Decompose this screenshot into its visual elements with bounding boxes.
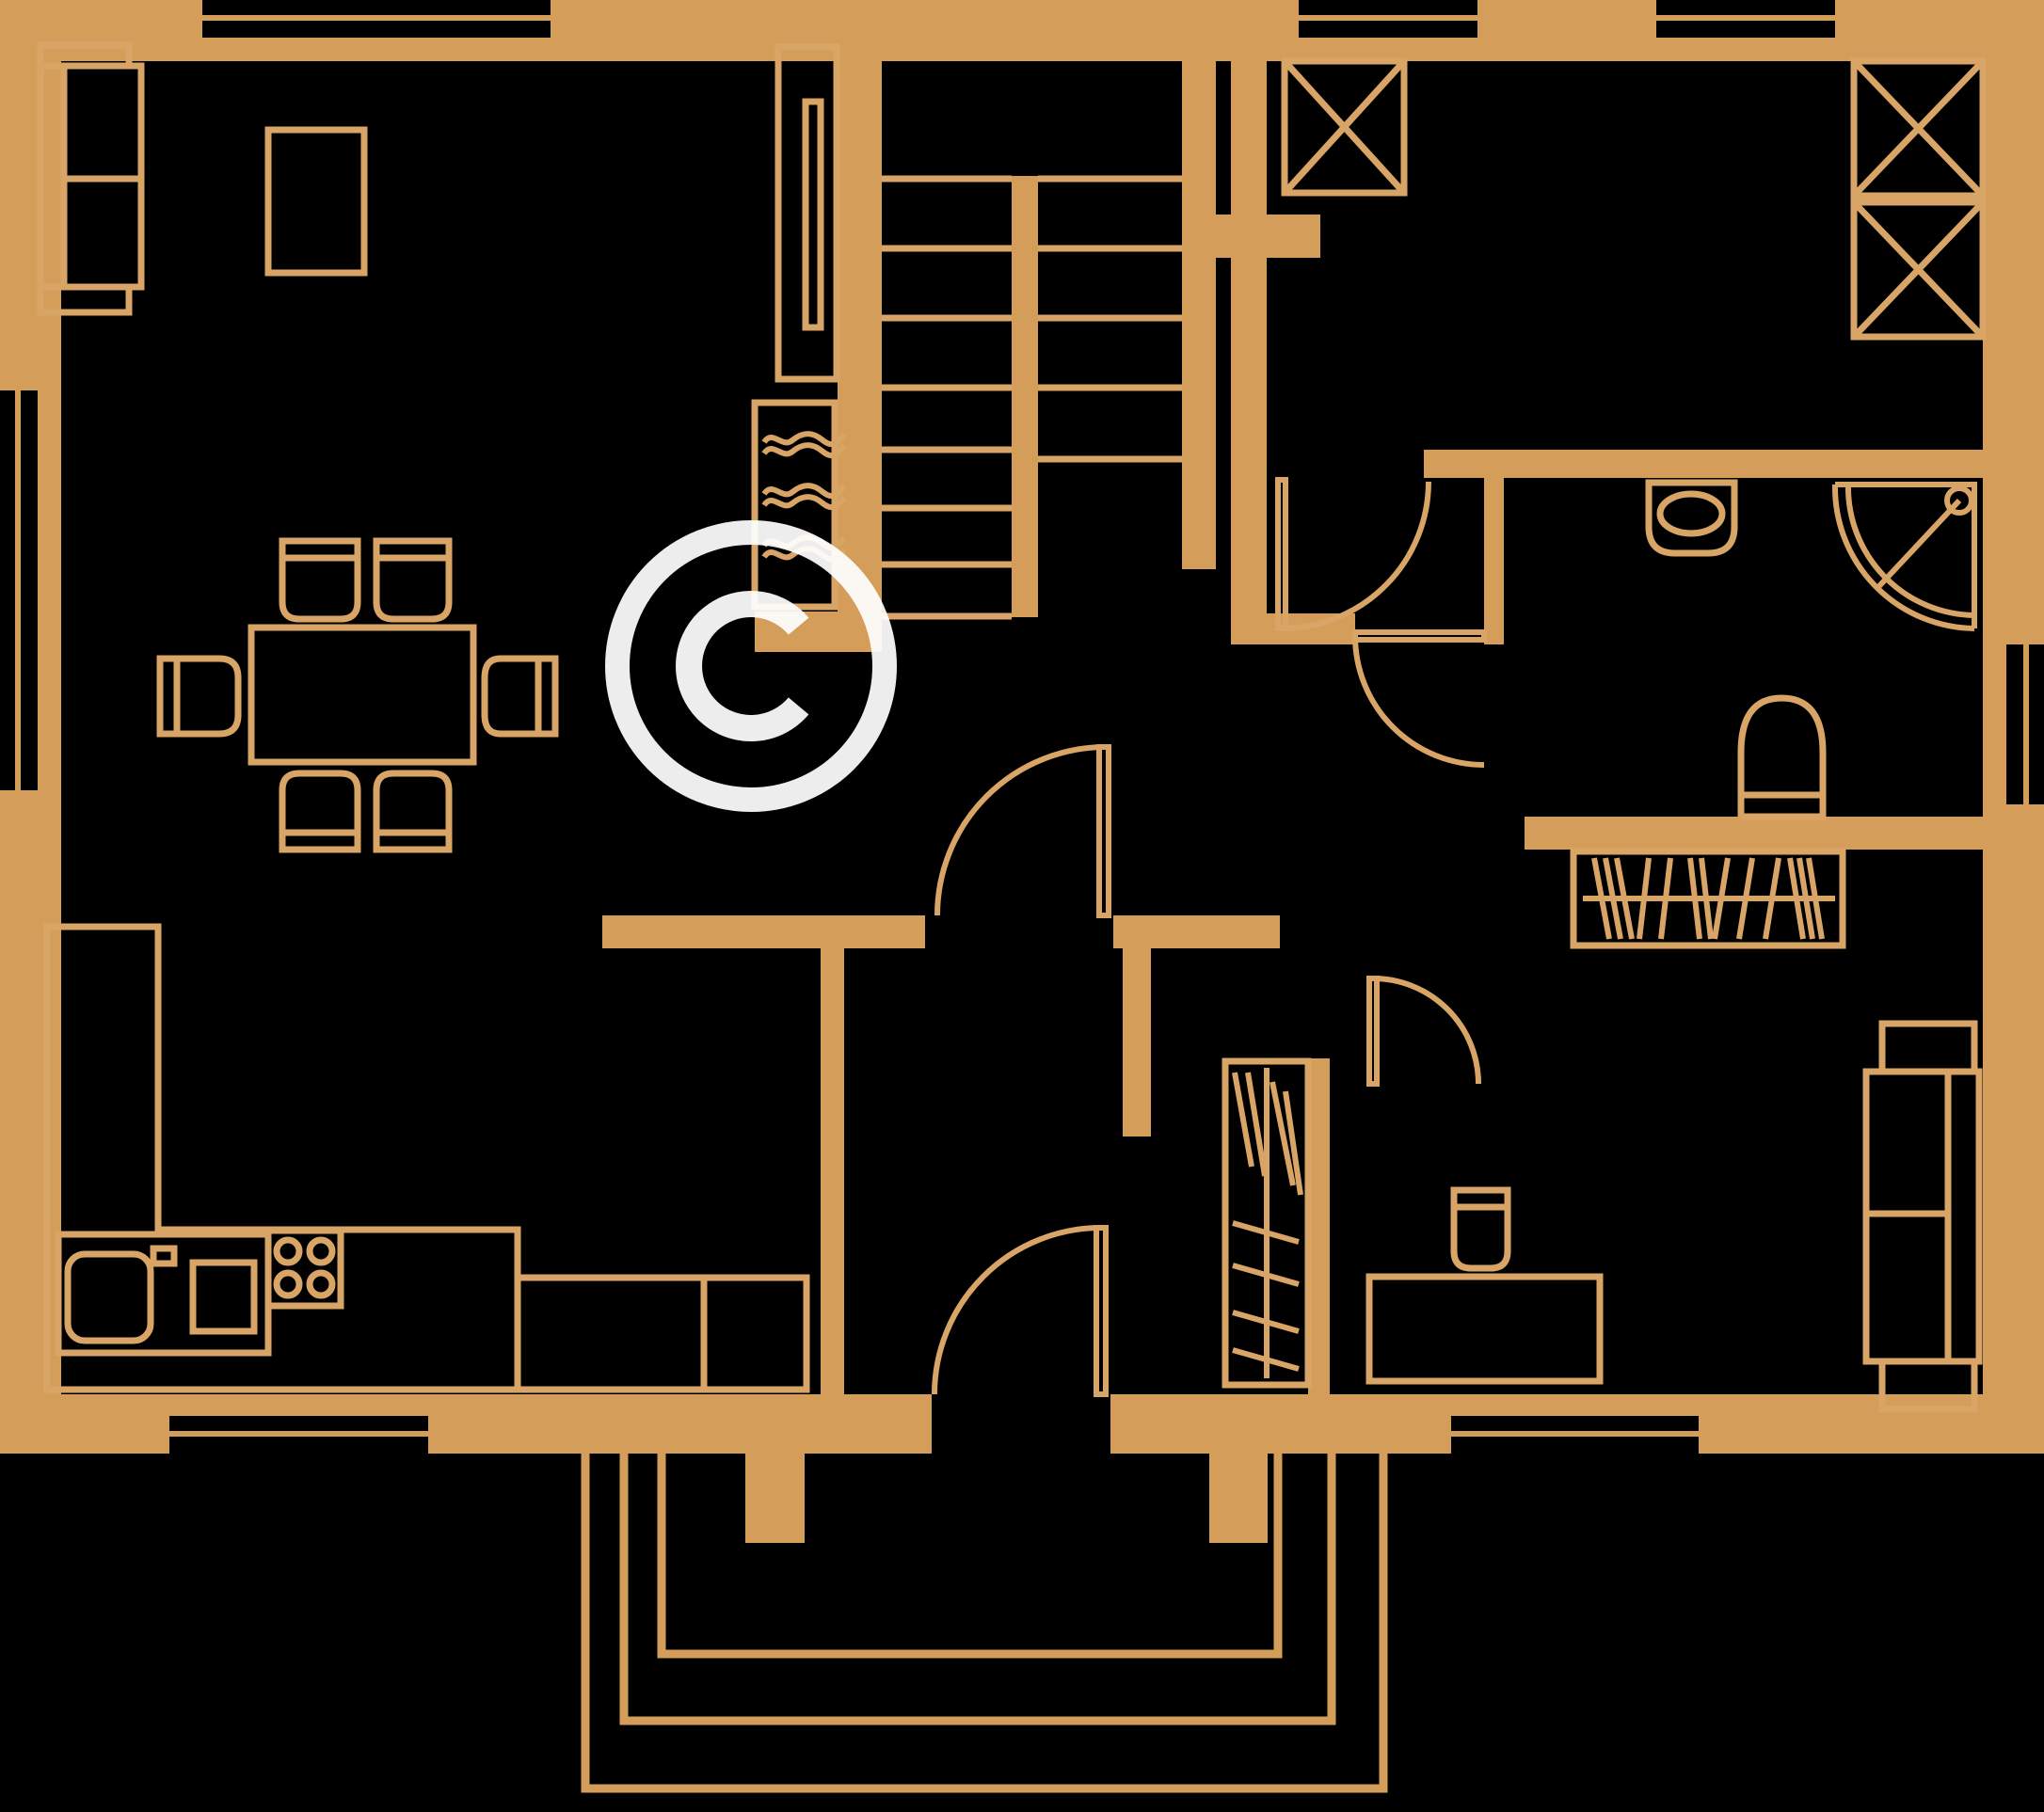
- copyright-c: [676, 591, 809, 741]
- dining-chair-top-2: [373, 537, 453, 623]
- bed: [1862, 1020, 1983, 1413]
- dining-set: [156, 537, 559, 853]
- kitchen-sink-unit: [55, 1231, 272, 1357]
- window-top-bedroom-1: [1299, 0, 1477, 38]
- corner-shower: [1831, 482, 1977, 631]
- clothes-rail-wardrobe: [1570, 848, 1846, 949]
- coffee-table: [264, 126, 368, 277]
- bedroom-door: [1275, 477, 1431, 631]
- toilet: [1737, 694, 1827, 820]
- bath-top-wall: [1424, 450, 1983, 478]
- tall-cabinet: [774, 43, 840, 383]
- kitchen-counter: [43, 923, 521, 1393]
- porch-step-outer: [581, 1454, 1388, 1793]
- dining-table: [248, 624, 477, 766]
- bath-bottom-wall: [1525, 817, 1983, 850]
- front-door: [932, 1225, 1109, 1397]
- stove: [264, 1227, 344, 1310]
- furniture: [37, 41, 1987, 1413]
- hall-top-wall: [602, 915, 925, 948]
- entrance-porch: [581, 1454, 1388, 1793]
- kitchen: [43, 923, 810, 1393]
- window-top-living: [202, 0, 551, 38]
- doors: [932, 477, 1487, 1397]
- bath-left-wall: [1484, 478, 1504, 644]
- porch-step-middle: [619, 1454, 1336, 1725]
- window-bottom-kitchen: [169, 1416, 428, 1454]
- stair-wall-left: [838, 61, 882, 652]
- room-door: [1366, 976, 1481, 1087]
- stair-stringer: [1012, 176, 1038, 617]
- outer-wall-bottom-left: [0, 1394, 932, 1454]
- hall-right-wall-lower: [1123, 948, 1151, 1136]
- dining-chair-top-1: [279, 537, 361, 623]
- window-right-bathroom: [2006, 644, 2044, 804]
- copyright-ring: [605, 520, 897, 812]
- hall-vertical-wall: [821, 948, 844, 1394]
- desk-chair: [1450, 1186, 1511, 1272]
- desk: [1365, 1273, 1604, 1385]
- porch-pillar-left: [745, 1454, 805, 1543]
- dining-chair-right: [481, 655, 559, 738]
- bathroom-door: [1352, 629, 1487, 768]
- window-bottom-room: [1451, 1416, 1699, 1454]
- stair-flight-right: [1038, 175, 1182, 463]
- lower-cabinet: [514, 1274, 810, 1393]
- drainer: [189, 1259, 258, 1335]
- bedroom-hall-wall: [1231, 61, 1267, 644]
- porch-step-inner: [657, 1454, 1283, 1659]
- radiator: [751, 399, 847, 611]
- crossed-wardrobe-2: [1850, 199, 1987, 341]
- dining-chair-bottom-2: [373, 770, 453, 853]
- window-top-bedroom-2: [1656, 0, 1835, 38]
- duct-shaft: [1281, 57, 1408, 197]
- faucet: [150, 1245, 178, 1267]
- hall-right-wall: [1113, 915, 1280, 948]
- copyright-watermark: [605, 520, 897, 812]
- porch-pillar-right: [1209, 1454, 1268, 1543]
- stair-flight-left: [882, 175, 1012, 620]
- windows: [0, 0, 2044, 1454]
- hall-closet: [1222, 1057, 1312, 1389]
- staircase: [882, 175, 1182, 620]
- washbasin: [1645, 479, 1738, 557]
- stair-wall-right: [1182, 61, 1216, 569]
- hall-door: [934, 744, 1111, 918]
- dining-chair-left: [156, 655, 242, 738]
- closet-nook-wall: [1308, 1058, 1330, 1433]
- dining-chair-bottom-1: [279, 770, 361, 853]
- crossed-wardrobe-1: [1850, 57, 1987, 199]
- bed-headboard-bottom: [1878, 1358, 1978, 1413]
- bed-headboard-top: [1878, 1020, 1978, 1075]
- bedroom-hall-wall-stub: [1216, 215, 1320, 258]
- window-left-living: [0, 390, 38, 790]
- sofa: [37, 41, 145, 316]
